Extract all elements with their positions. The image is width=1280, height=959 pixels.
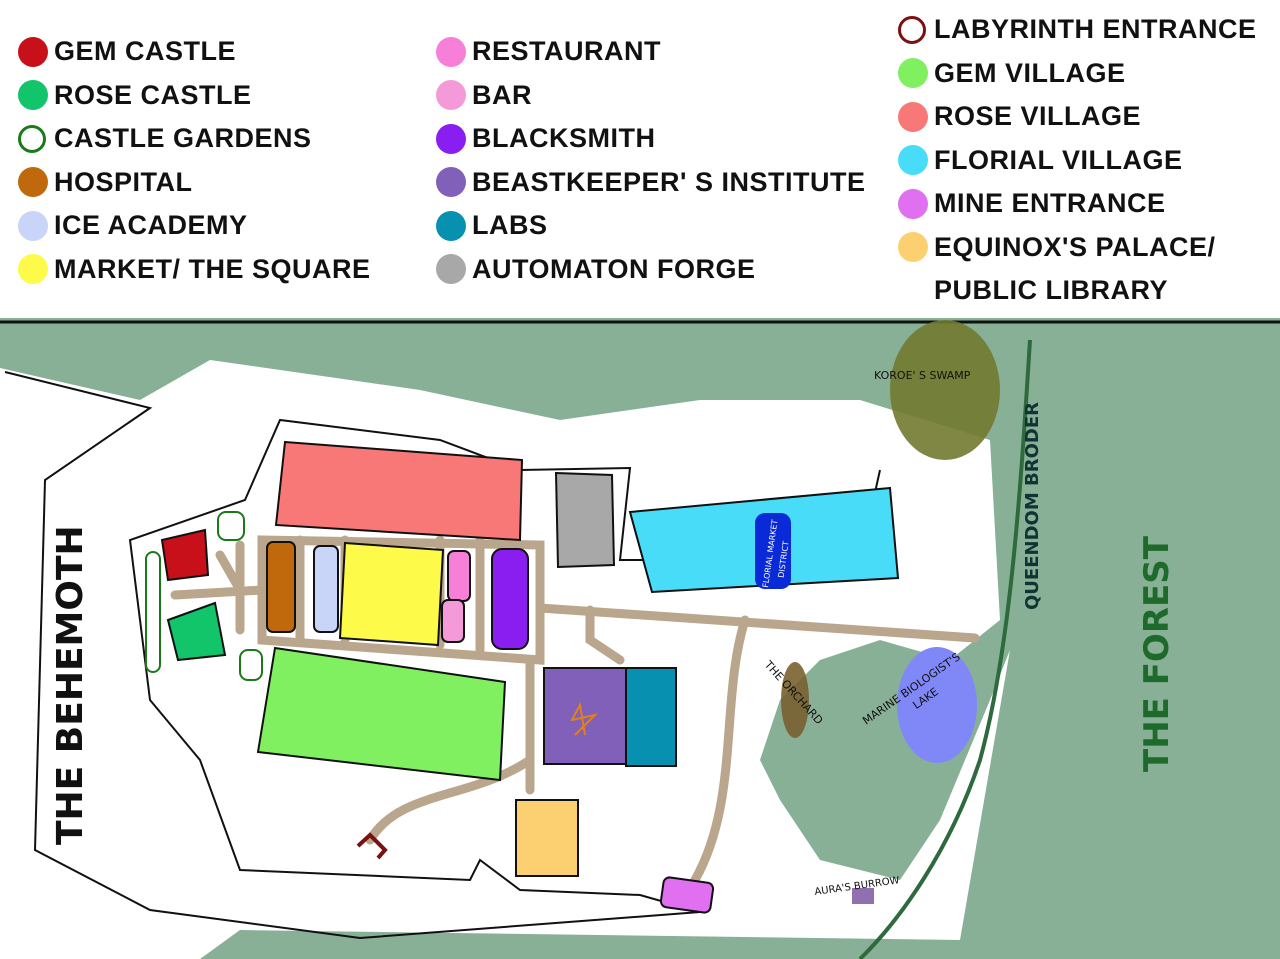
ring-icon: [18, 124, 46, 153]
color-swatch-icon: [436, 123, 466, 154]
legend-item: ICE ACADEMY: [18, 210, 248, 241]
legend-item: AUTOMATON FORGE: [436, 254, 756, 285]
legend-item: ROSE CASTLE: [18, 80, 252, 111]
color-swatch-icon: [436, 167, 466, 197]
ring-icon: [898, 15, 926, 44]
legend-label: BLACKSMITH: [472, 123, 656, 153]
legend-label: MINE ENTRANCE: [934, 188, 1166, 218]
color-swatch-icon: [898, 232, 928, 262]
legend-item: BLACKSMITH: [436, 123, 655, 154]
orchard: [781, 662, 809, 738]
legend-label: PUBLIC LIBRARY: [934, 275, 1168, 305]
koroes-swamp: [890, 320, 1000, 460]
color-swatch-icon: [898, 101, 928, 132]
equinox-palace: [515, 799, 579, 877]
mine-entrance: [659, 876, 715, 914]
legend-label: CASTLE GARDENS: [54, 123, 312, 153]
gem-castle: [160, 528, 210, 582]
legend-item: BEASTKEEPER' S INSTITUTE: [436, 167, 865, 198]
legend-label: GEM CASTLE: [54, 36, 237, 66]
legend-item: PUBLIC LIBRARY: [898, 275, 1168, 306]
florial-market-district: [755, 513, 791, 589]
forest-label: THE FOREST: [1137, 535, 1177, 772]
legend-label: MARKET/ THE SQUARE: [54, 253, 371, 284]
gem-village: [256, 646, 507, 782]
legend-label: LABS: [472, 210, 548, 240]
legend-item: HOSPITAL: [18, 167, 193, 198]
color-swatch-icon: [898, 145, 928, 175]
swamp-label: KOROE' S SWAMP: [874, 369, 971, 382]
legend-label: ROSE VILLAGE: [934, 101, 1142, 131]
automaton-forge: [554, 471, 616, 569]
color-swatch-icon: [18, 210, 48, 241]
behemoth-label: THE BEHEMOTH: [50, 525, 91, 845]
color-swatch-icon: [18, 36, 48, 67]
ice-academy: [313, 545, 339, 633]
legend-item: EQUINOX'S PALACE/: [898, 232, 1215, 263]
legend-label: BEASTKEEPER' S INSTITUTE: [472, 166, 866, 197]
color-swatch-icon: [436, 210, 466, 241]
legend-item: GEM CASTLE: [18, 36, 236, 67]
legend-item: ROSE VILLAGE: [898, 101, 1141, 132]
star-icon: [570, 701, 599, 736]
color-swatch-icon: [898, 58, 928, 88]
legend-label: ROSE CASTLE: [54, 79, 252, 110]
legend-label: FLORIAL VILLAGE: [934, 144, 1183, 175]
auras-burrow: [852, 888, 874, 904]
color-swatch-icon: [436, 36, 466, 67]
color-swatch-icon: [18, 80, 48, 110]
behemoth-outline: [4, 371, 881, 940]
labs: [625, 667, 677, 767]
castle-gardens: [145, 511, 263, 681]
legend-item: GEM VILLAGE: [898, 58, 1126, 89]
legend-item: LABYRINTH ENTRANCE: [898, 14, 1257, 45]
legend-item: MARKET/ THE SQUARE: [18, 254, 371, 285]
marine-biologists-lake: [897, 647, 977, 763]
rose-village: [274, 440, 524, 542]
legend-item: MINE ENTRANCE: [898, 188, 1166, 219]
hospital: [266, 541, 296, 633]
color-swatch-icon: [436, 80, 466, 110]
color-swatch-icon: [898, 188, 928, 219]
map-legend: GEM CASTLE ROSE CASTLE CASTLE GARDENS HOSPI…: [0, 0, 1280, 322]
legend-label: RESTAURANT: [472, 36, 661, 66]
legend-label: GEM VILLAGE: [934, 57, 1126, 88]
legend-item: BAR: [436, 80, 532, 111]
queendom-border: [858, 339, 1032, 959]
legend-label: LABYRINTH ENTRANCE: [934, 14, 1257, 44]
blacksmith: [491, 548, 529, 650]
color-swatch-icon: [436, 254, 466, 284]
rose-castle: [166, 601, 227, 662]
queendom-border-label: QUEENDOM BRODER: [1022, 402, 1043, 610]
color-swatch-icon: [18, 167, 48, 197]
spacer: [898, 276, 928, 306]
legend-label: HOSPITAL: [54, 166, 193, 197]
legend-label: AUTOMATON FORGE: [472, 253, 756, 284]
legend-item: FLORIAL VILLAGE: [898, 145, 1183, 176]
legend-label: ICE ACADEMY: [54, 210, 248, 240]
restaurant: [447, 550, 471, 602]
market-square: [338, 541, 445, 647]
legend-item: LABS: [436, 210, 548, 241]
legend-label: BAR: [472, 79, 532, 110]
legend-label: EQUINOX'S PALACE/: [934, 231, 1216, 262]
legend-item: RESTAURANT: [436, 36, 661, 67]
map: THE BEHEMOTH THE FOREST QUEENDOM BRODER …: [0, 318, 1280, 959]
color-swatch-icon: [18, 254, 48, 284]
labyrinth-entrance[interactable]: [356, 832, 388, 860]
bar: [441, 599, 465, 643]
legend-item: CASTLE GARDENS: [18, 123, 312, 154]
beastkeepers-institute: [543, 667, 627, 765]
